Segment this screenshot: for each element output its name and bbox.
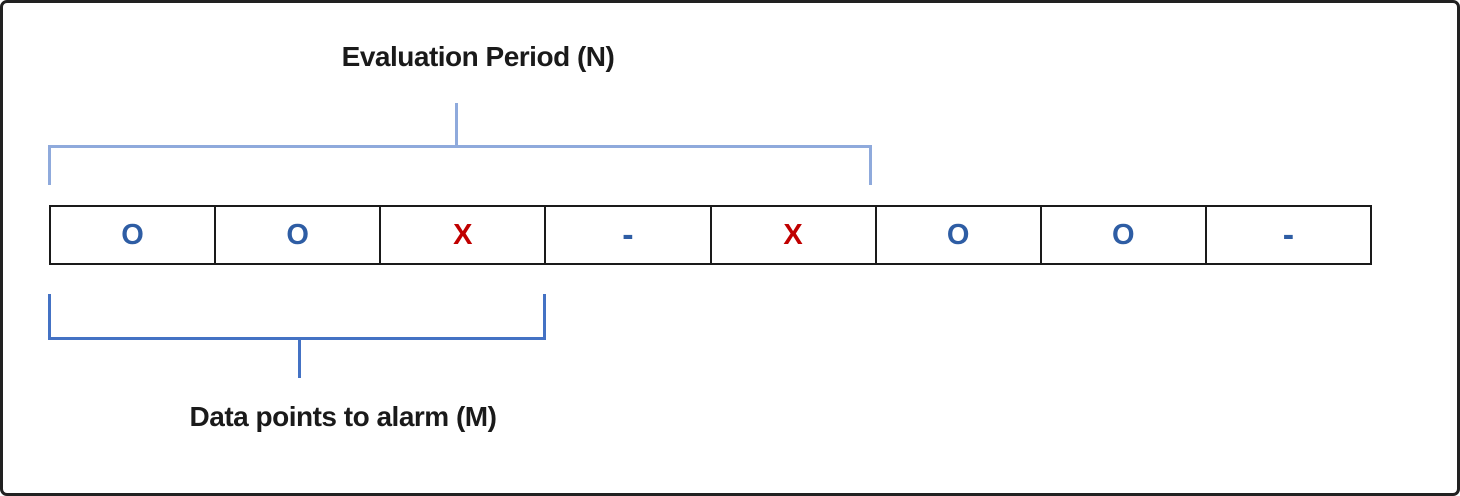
table-cell: O — [214, 207, 380, 263]
table-cell: - — [1204, 207, 1370, 263]
cell-symbol: X — [783, 218, 803, 251]
evaluation-period-pointer-line — [455, 103, 458, 146]
data-points-to-alarm-label: Data points to alarm (M) — [189, 401, 497, 432]
data-points-to-alarm-bracket — [48, 294, 546, 340]
cell-symbol: O — [1112, 218, 1135, 251]
table-cell: X — [379, 207, 545, 263]
cell-symbol: O — [946, 218, 970, 251]
cell-symbol: - — [1282, 216, 1295, 254]
evaluation-period-bracket — [48, 145, 872, 185]
table-cell: - — [544, 207, 710, 263]
table-cell: O — [1039, 207, 1205, 263]
evaluation-period-label: Evaluation Period (N) — [341, 41, 615, 72]
cell-symbol: - — [622, 216, 634, 254]
table-cell: X — [709, 207, 875, 263]
cell-symbol: O — [121, 218, 144, 251]
cell-symbol: O — [286, 218, 309, 251]
table-cell: O — [51, 207, 215, 263]
data-points-to-alarm-pointer-line — [298, 340, 301, 378]
table-cell: O — [874, 207, 1040, 263]
cell-symbol: X — [453, 218, 473, 251]
